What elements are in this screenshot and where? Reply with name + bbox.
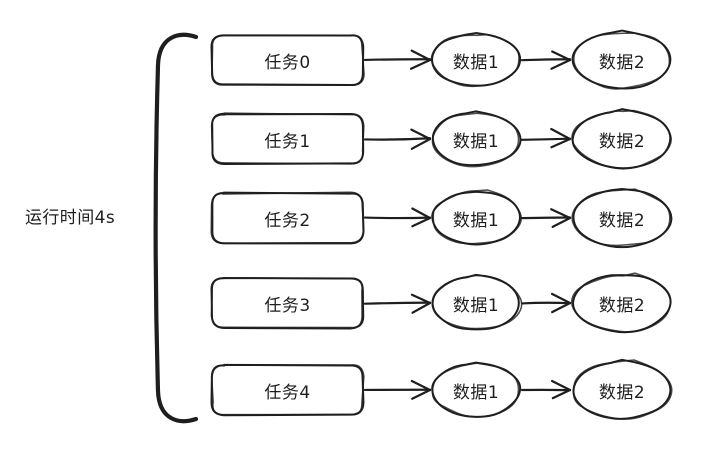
arrows-group (363, 49, 572, 400)
task-box-3 (210, 277, 365, 330)
arrow-data1-to-data2-0 (520, 58, 572, 62)
arrow-task-to-data1-0 (363, 58, 432, 62)
arrow-data1-to-data2-3 (520, 301, 572, 305)
group-label-runtime: 运行时间4s (25, 208, 116, 228)
task-box-1 (211, 112, 365, 165)
left-curly-brace-icon (153, 32, 199, 424)
brace-group (153, 32, 199, 424)
task-box-4 (210, 363, 365, 417)
arrow-task-to-data1-1 (363, 137, 432, 141)
task-box-0 (210, 34, 365, 86)
task-box-2 (211, 191, 365, 245)
arrow-data1-to-data2-1 (520, 137, 572, 141)
shapes-group (210, 29, 673, 420)
arrow-task-to-data1-3 (363, 301, 432, 305)
arrow-data1-to-data2-2 (520, 216, 572, 220)
